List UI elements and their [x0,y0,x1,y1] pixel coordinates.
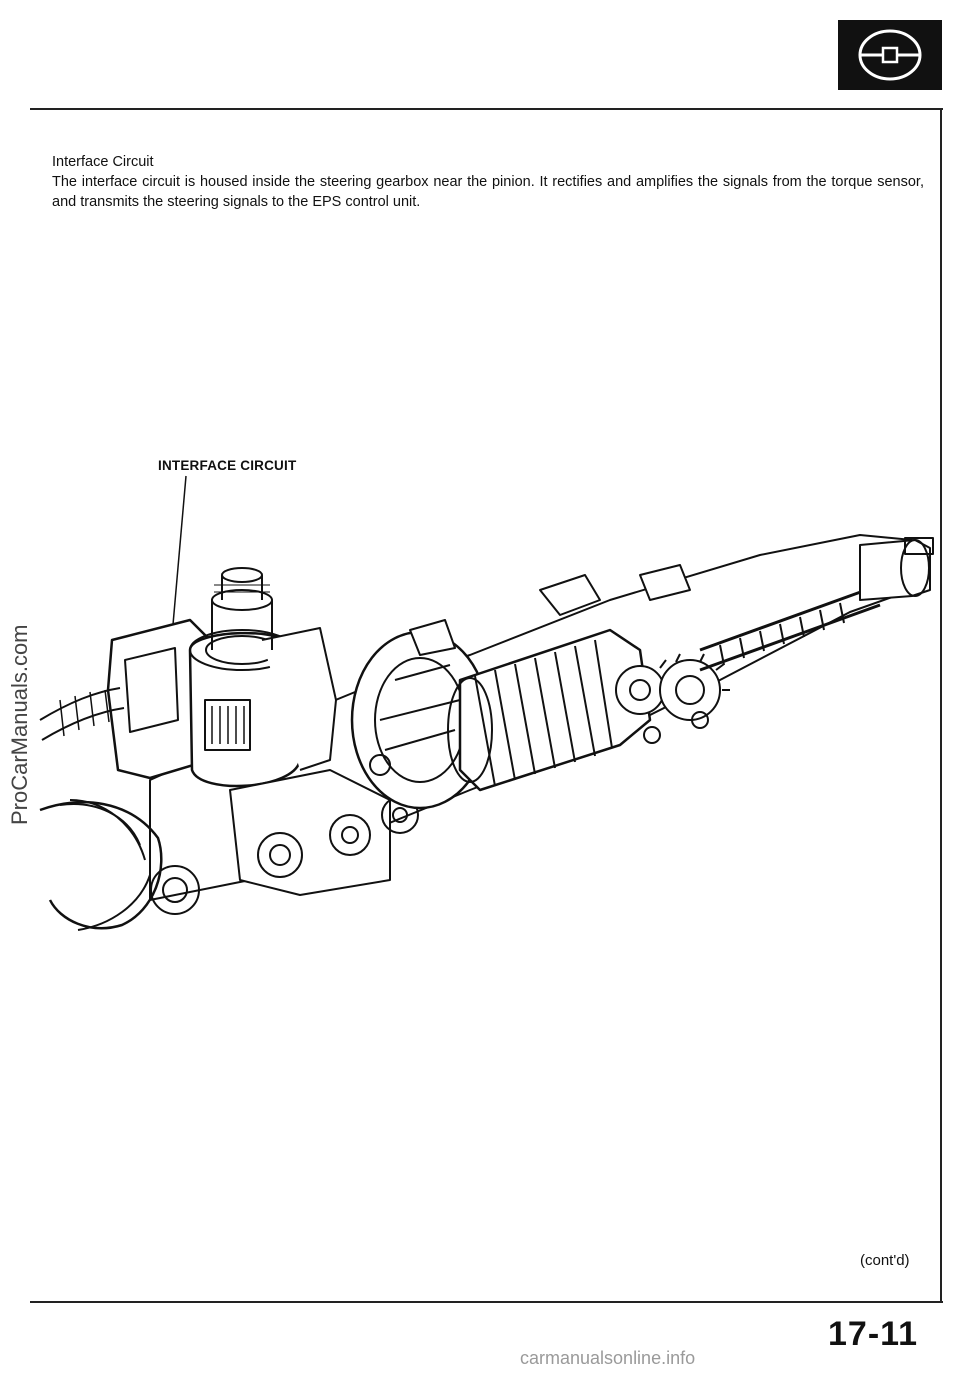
section-heading: Interface Circuit [52,154,154,170]
footer-watermark: carmanualsonline.info [520,1348,696,1368]
page-number: 17-11 [828,1315,919,1353]
page-frame-right [940,108,942,1303]
page-frame-bottom [30,1301,943,1303]
interface-circuit-callout: INTERFACE CIRCUIT [158,458,297,473]
section-body: The interface circuit is housed inside t… [52,174,924,210]
section-text: Interface Circuit The interface circuit … [52,152,924,212]
continued-label: (cont'd) [860,1252,910,1269]
steering-wheel-icon [838,20,942,90]
page-frame-top [30,108,943,110]
